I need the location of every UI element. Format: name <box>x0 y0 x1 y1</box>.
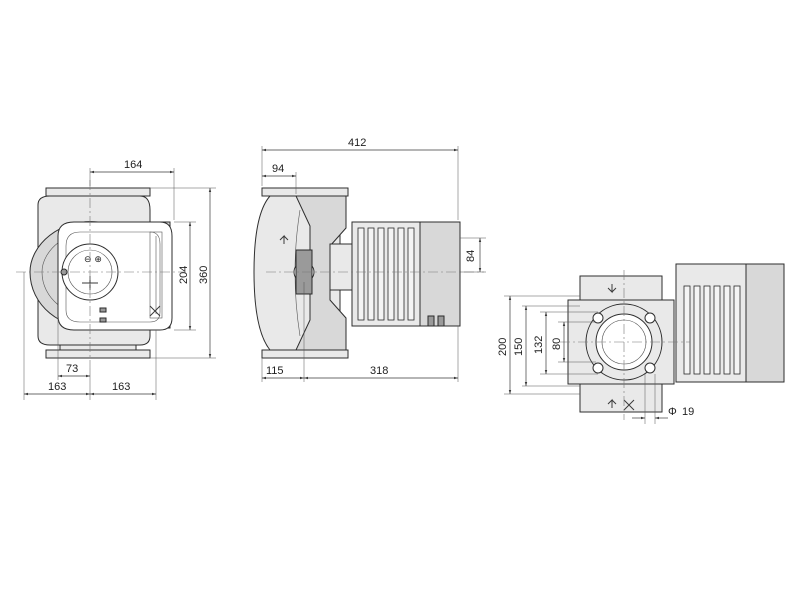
front-view: ⊖ ⊕ <box>16 180 186 368</box>
dim-84: 84 <box>465 250 477 262</box>
dim-diameter-symbol: Φ <box>668 406 677 418</box>
dim-163-right: 163 <box>112 381 130 393</box>
dim-132: 132 <box>533 336 545 354</box>
dim-360: 360 <box>198 266 210 284</box>
flange-view <box>560 263 785 420</box>
front-view-dimensions: 164 204 360 73 163 163 <box>23 159 216 400</box>
dim-163-left: 163 <box>48 381 66 393</box>
dim-94: 94 <box>272 163 284 175</box>
dim-115: 115 <box>266 365 284 377</box>
control-icons: ⊖ ⊕ <box>84 255 102 265</box>
side-view <box>253 187 484 359</box>
dim-150: 150 <box>513 338 525 356</box>
dim-318: 318 <box>370 365 388 377</box>
dim-164: 164 <box>124 159 142 171</box>
flange-view-dimensions: 200 150 132 80 Φ 19 <box>497 295 694 424</box>
dim-412: 412 <box>348 137 366 149</box>
dim-80: 80 <box>551 338 563 350</box>
dim-204: 204 <box>178 266 190 284</box>
side-view-dimensions: 412 94 84 115 318 <box>261 137 486 382</box>
dim-73: 73 <box>66 363 78 375</box>
dim-19: 19 <box>682 406 694 418</box>
dim-200: 200 <box>497 338 509 356</box>
